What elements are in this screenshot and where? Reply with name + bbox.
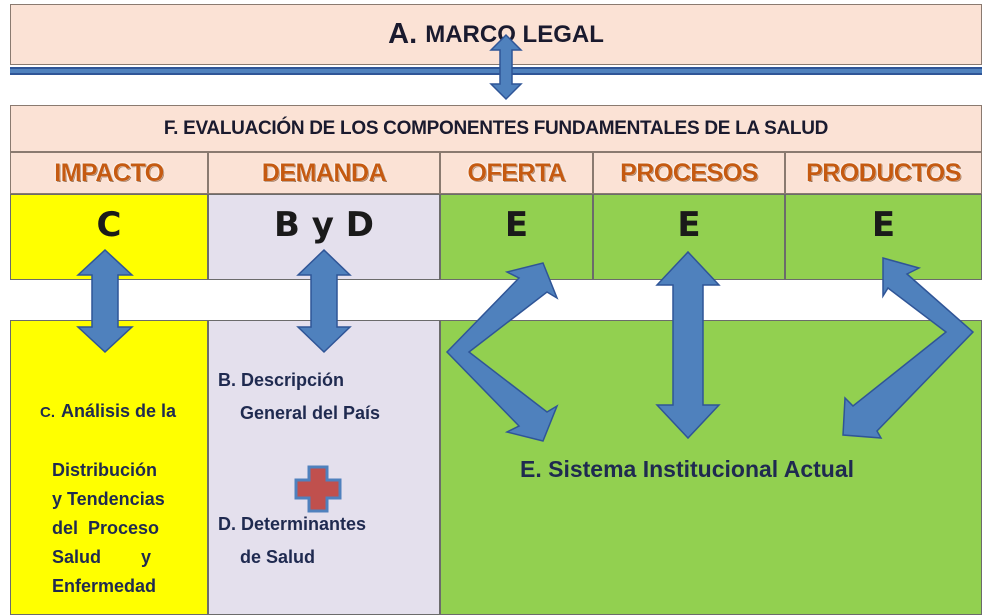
- analisis-line-5: Salud y: [52, 547, 152, 567]
- determinantes-line-1: Determinantes: [241, 514, 367, 534]
- marco-legal-letter: A.: [388, 18, 418, 50]
- cell-analisis: [10, 320, 208, 615]
- header-productos: PRODUCTOS: [785, 152, 982, 194]
- analisis-text: C. Análisis de la Distribución y Tendenci…: [20, 368, 200, 601]
- chevron-double-arrow-icon: [445, 262, 559, 442]
- chevron-double-arrow-icon: [842, 257, 975, 439]
- header-impacto: IMPACTO: [10, 152, 208, 194]
- descripcion-text: B. Descripción General del País: [218, 366, 433, 428]
- marco-legal-banner: A. MARCO LEGAL: [10, 4, 982, 65]
- analisis-line-3: y Tendencias: [52, 489, 165, 509]
- analisis-prefix: C.: [40, 404, 56, 421]
- determinantes-prefix: D.: [218, 514, 236, 534]
- sistema-prefix: E.: [520, 456, 542, 482]
- double-arrow-icon: [296, 248, 352, 354]
- marco-legal-divider: [10, 67, 982, 75]
- header-oferta: OFERTA: [440, 152, 593, 194]
- double-arrow-icon: [489, 33, 523, 101]
- descripcion-line-1: Descripción: [241, 370, 345, 390]
- evaluacion-title: F. EVALUACIÓN DE LOS COMPONENTES FUNDAME…: [163, 117, 829, 139]
- double-arrow-icon: [76, 248, 134, 354]
- header-procesos: PROCESOS: [593, 152, 785, 194]
- double-arrow-icon: [655, 250, 721, 440]
- sistema-text: Sistema Institucional Actual: [548, 456, 855, 482]
- cell-oferta-letter: E: [440, 194, 593, 280]
- evaluacion-banner: F. EVALUACIÓN DE LOS COMPONENTES FUNDAME…: [10, 105, 982, 152]
- analisis-line-2: Distribución: [52, 460, 158, 480]
- descripcion-line-2: General del País: [240, 403, 381, 423]
- analisis-line-1: Análisis de la: [61, 401, 177, 421]
- sistema-label: E. Sistema Institucional Actual: [520, 456, 854, 483]
- header-demanda: DEMANDA: [208, 152, 440, 194]
- cell-sistema: [440, 320, 982, 615]
- analisis-line-6: Enfermedad: [52, 576, 157, 596]
- determinantes-line-2: de Salud: [240, 547, 316, 567]
- descripcion-prefix: B.: [218, 370, 236, 390]
- analisis-line-4: del Proceso: [52, 518, 160, 538]
- determinantes-text: D. Determinantes de Salud: [218, 510, 433, 572]
- plus-icon: [294, 465, 342, 513]
